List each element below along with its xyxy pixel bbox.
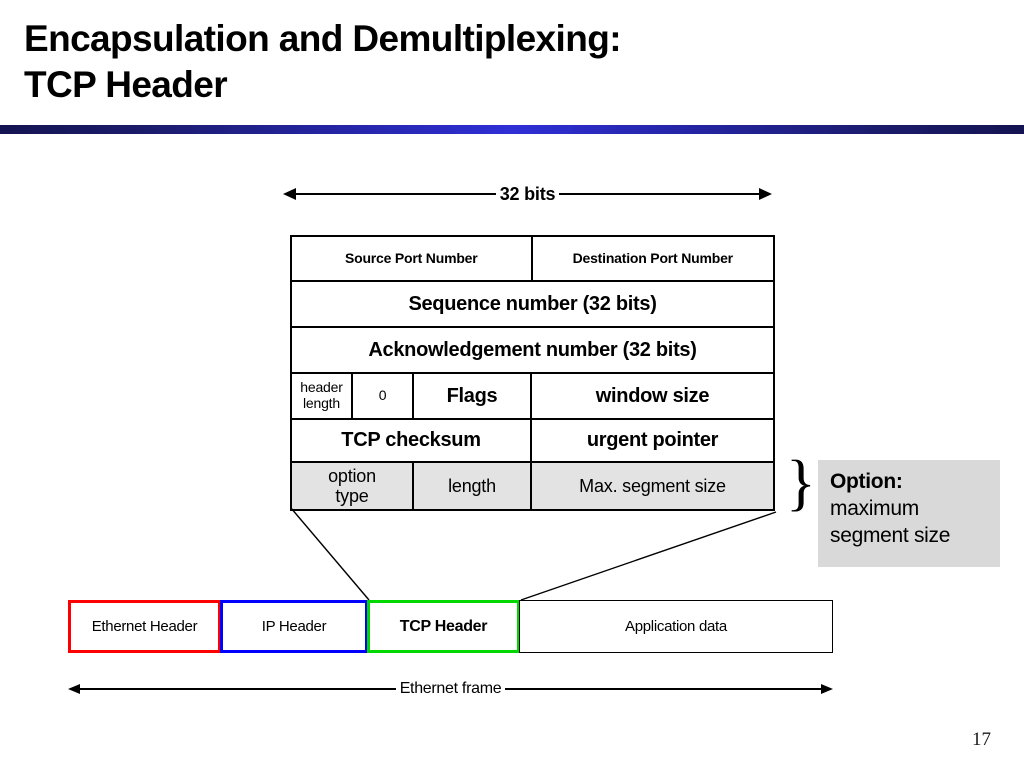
frame-segment-ip-header: IP Header [220, 600, 368, 653]
cell-option-length: length [414, 463, 532, 509]
frame-arrow-bar-right [505, 688, 822, 690]
bits-label: 32 bits [499, 184, 556, 204]
option-callout-box: Option: maximum segment size [818, 460, 1000, 567]
ethernet-frame-dimension-arrow: Ethernet frame [68, 680, 834, 698]
page-number: 17 [972, 729, 991, 750]
frame-segment-ethernet-header: Ethernet Header [68, 600, 221, 653]
option-callout-title: Option: [830, 470, 903, 493]
cell-header-length: header length [292, 374, 353, 418]
frame-arrow-bar-left [80, 688, 396, 690]
table-row-ports: Source Port Number Destination Port Numb… [292, 237, 773, 282]
table-row-acknowledgement: Acknowledgement number (32 bits) [292, 328, 773, 374]
ethernet-frame-bar: Ethernet Header IP Header TCP Header App… [68, 600, 833, 653]
table-row-option: option type length Max. segment size [292, 463, 773, 509]
frame-arrow-head-left-icon [68, 684, 80, 694]
cell-option-type: option type [292, 463, 414, 509]
frame-arrow-head-right-icon [821, 684, 834, 694]
table-row-flags: header length 0 Flags window size [292, 374, 773, 420]
connector-line-right [520, 511, 777, 601]
ethernet-frame-label: Ethernet frame [399, 680, 502, 697]
cell-reserved-zero: 0 [353, 374, 414, 418]
cell-option-type-line-1: option [328, 465, 376, 486]
cell-urgent-pointer: urgent pointer [586, 429, 719, 452]
arrow-bar-right [559, 193, 759, 195]
option-callout-line-1: maximum [830, 496, 919, 520]
frame-segment-application-data: Application data [519, 600, 833, 653]
cell-source-port: Source Port Number [292, 237, 533, 280]
page-title-line-2: TCP Header [24, 63, 228, 105]
option-callout-line-2: segment size [830, 523, 951, 547]
cell-destination-port: Destination Port Number [572, 249, 734, 266]
connector-line-left [290, 507, 370, 601]
cell-tcp-checksum: TCP checksum [292, 420, 532, 461]
page-title-line-1: Encapsulation and Demultiplexing: [24, 18, 622, 59]
curly-brace-icon: } [786, 449, 816, 517]
cell-option-type-line-2: type [335, 486, 369, 506]
cell-sequence-number: Sequence number (32 bits) [408, 292, 657, 315]
bits-dimension-arrow: 32 bits [283, 184, 772, 204]
cell-window-size: window size [595, 384, 710, 407]
arrow-head-right-icon [759, 188, 772, 200]
tcp-header-table: Source Port Number Destination Port Numb… [290, 235, 775, 511]
table-row-sequence: Sequence number (32 bits) [292, 282, 773, 328]
table-row-checksum: TCP checksum urgent pointer [292, 420, 773, 463]
frame-segment-tcp-header: TCP Header [367, 600, 520, 653]
page-title: Encapsulation and Demultiplexing: TCP He… [24, 16, 984, 108]
cell-acknowledgement-number: Acknowledgement number (32 bits) [368, 338, 697, 361]
arrow-head-left-icon [283, 188, 296, 200]
title-divider [0, 125, 1024, 134]
cell-flags: Flags [414, 374, 532, 418]
cell-max-segment-size: Max. segment size [532, 463, 773, 509]
arrow-bar-left [296, 193, 496, 195]
